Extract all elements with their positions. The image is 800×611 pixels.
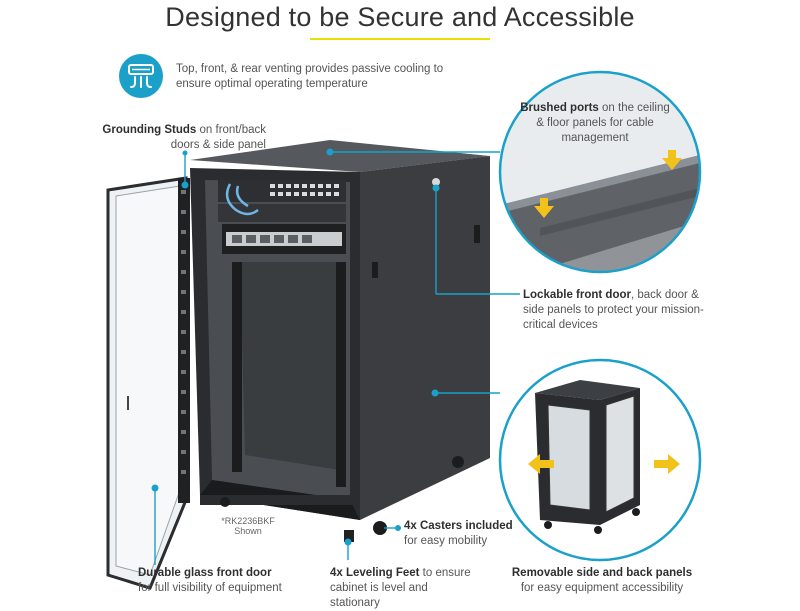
arrow-down-icon: [534, 198, 554, 218]
casters-title: 4x Casters included: [404, 520, 513, 532]
casters: [220, 456, 464, 535]
grounding-desc: on front/back doors & side panel: [170, 124, 266, 151]
lockable-text: Lockable front door, back door & side pa…: [523, 288, 713, 333]
model-note: *RK2236BKF Shown: [213, 516, 283, 536]
glass-door-text: Durable glass front door for full visibi…: [138, 566, 298, 596]
rack-equipment: [218, 180, 346, 254]
leveling-title: 4x Leveling Feet: [330, 567, 420, 579]
arrow-left-icon: [528, 454, 554, 474]
glass-front-door: [106, 176, 188, 590]
brushed-ports-text: Brushed ports on the ceiling & floor pan…: [520, 101, 670, 146]
snowflake-fan-icon: [118, 53, 164, 99]
grounding-title: Grounding Studs: [102, 124, 197, 136]
leader-lines: [151, 148, 520, 565]
model-number: *RK2236BKF: [221, 516, 275, 526]
brushed-ports-desc: on the ceiling & floor panels for cable …: [536, 102, 670, 144]
cabinet-side-panel: [360, 156, 490, 520]
casters-desc: for easy mobility: [404, 535, 488, 547]
arrow-right-icon: [654, 454, 680, 474]
leveling-text: 4x Leveling Feet to ensure cabinet is le…: [330, 566, 480, 611]
leveling-foot: [344, 530, 354, 542]
front-rail: [178, 178, 190, 503]
page-title: Designed to be Secure and Accessible: [165, 2, 635, 32]
lockable-title: Lockable front door: [523, 289, 631, 301]
removable-panels-zoom: [498, 358, 702, 562]
removable-desc: for easy equipment accessibility: [520, 582, 684, 594]
glass-door-title: Durable glass front door: [138, 567, 272, 579]
grounding-text: Grounding Studs on front/back doors & si…: [96, 123, 266, 153]
removable-title: Removable side and back panels: [511, 567, 693, 579]
casters-text: 4x Casters included for easy mobility: [404, 519, 524, 549]
venting-text: Top, front, & rear venting provides pass…: [176, 63, 444, 90]
title-underline: [310, 38, 490, 40]
removable-text: Removable side and back panels for easy …: [502, 566, 702, 596]
lockable-desc: , back door & side panels to protect you…: [523, 289, 704, 331]
cabinet-top: [190, 140, 490, 172]
brushed-ports-zoom: [498, 70, 702, 274]
brushed-ports-title: Brushed ports: [520, 102, 599, 114]
model-shown: Shown: [234, 526, 262, 536]
arrow-down-icon: [662, 150, 682, 170]
glass-door-desc: for full visibility of equipment: [138, 582, 282, 594]
